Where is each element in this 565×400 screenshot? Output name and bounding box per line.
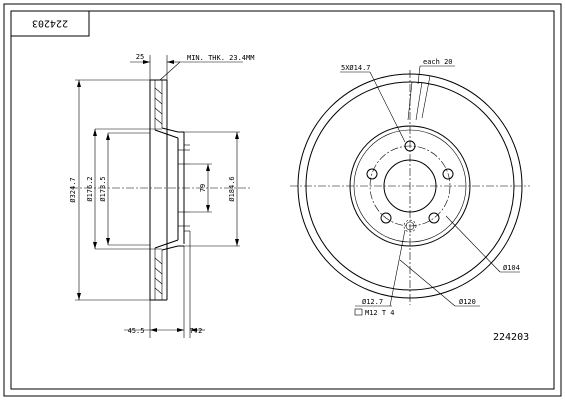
center-bore-label: Ø120 (459, 298, 476, 306)
bolt-holes (366, 140, 454, 233)
hub-diameter-label: Ø184.6 (228, 176, 236, 201)
part-number-bottom: 224203 (493, 332, 529, 343)
outer-frame (3, 3, 562, 397)
inner-frame (10, 10, 555, 390)
hole-diameter-label: Ø12.7 (362, 298, 383, 306)
outer-diameter-label: Ø324.7 (69, 177, 77, 202)
hub-thickness-label: 7.2 (190, 327, 203, 335)
height-note-label: 79 (199, 184, 207, 192)
thread-note-label: M12 T 4 (365, 309, 395, 317)
overall-height-label: 45.5 (128, 327, 145, 335)
part-number-top: 224203 (32, 18, 68, 29)
inner-diameter-label: Ø173.5 (99, 176, 107, 201)
vent-note-label: each 20 (423, 58, 453, 66)
hat-diameter-label: Ø176.2 (86, 176, 94, 201)
pcd-note-label: Ø104 (503, 264, 520, 272)
part-number-box-top: 224203 (10, 10, 90, 37)
top-width-label: 25 (136, 53, 144, 61)
front-view: 5XØ14.7 each 20 Ø104 Ø12.7 M12 T 4 Ø120 (290, 58, 530, 317)
side-view: Ø324.7 Ø176.2 Ø173.5 79 Ø184.6 (69, 53, 254, 338)
min-thickness-note: MIN. THK. 23.4MM (187, 54, 254, 62)
bolt-pattern-label: 5XØ14.7 (341, 64, 371, 72)
